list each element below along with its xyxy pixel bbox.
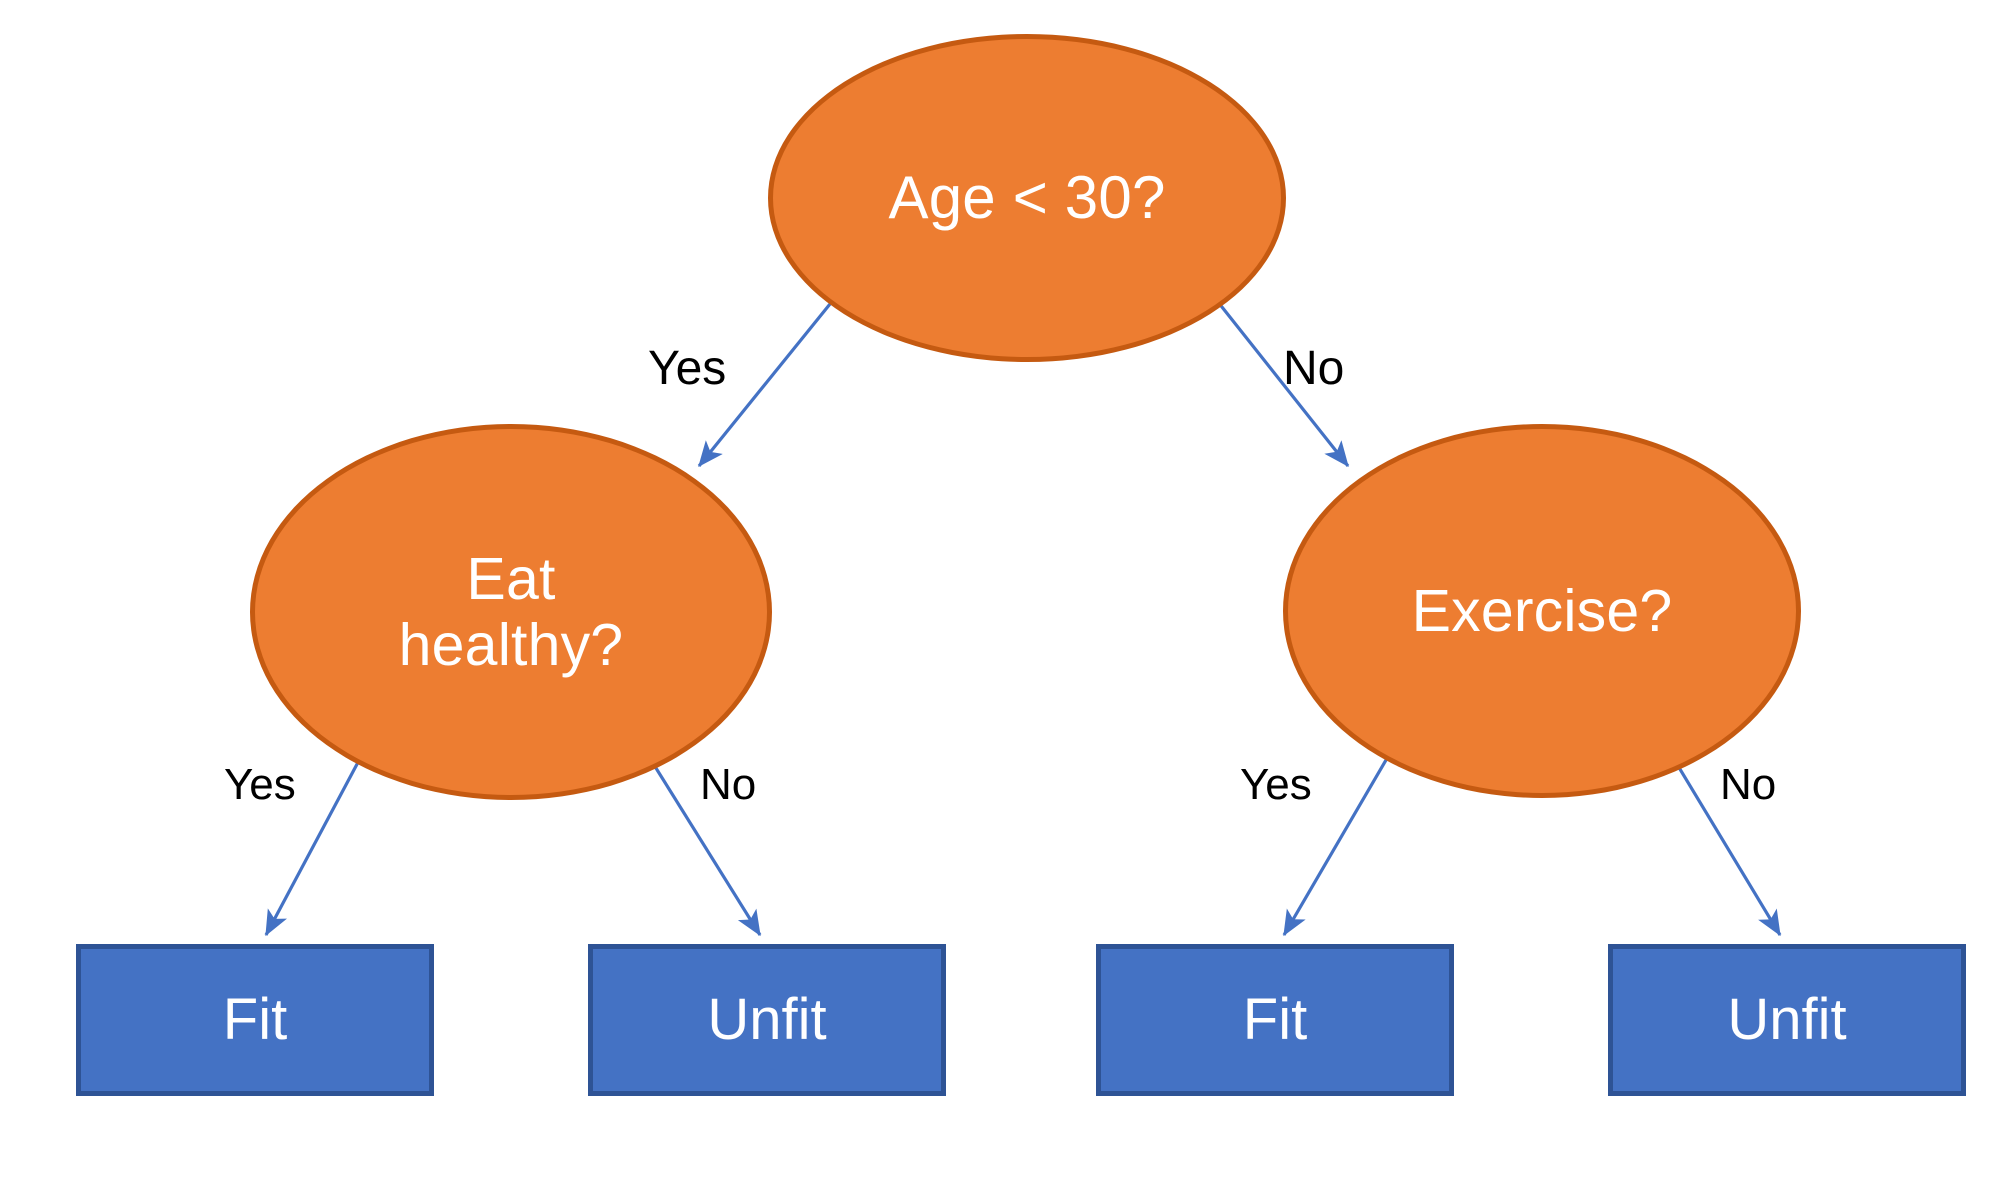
edge-label-root-yes: Yes (648, 342, 727, 395)
leaf-node-unfit-right[interactable]: Unfit (1608, 944, 1966, 1096)
edge-label-exercise-no: No (1720, 760, 1777, 809)
decision-node-root[interactable]: Age < 30? (768, 34, 1286, 362)
leaf-node-unfit-left[interactable]: Unfit (588, 944, 946, 1096)
edge-label-root-no: No (1283, 342, 1345, 395)
leaf-node-fit-left[interactable]: Fit (76, 944, 434, 1096)
decision-node-exercise[interactable]: Exercise? (1283, 424, 1801, 798)
leaf-node-fit-right[interactable]: Fit (1096, 944, 1454, 1096)
edge-label-exercise-yes: Yes (1240, 760, 1312, 809)
edge-label-eat-healthy-no: No (700, 760, 757, 809)
edge-label-eat-healthy-yes: Yes (224, 760, 296, 809)
decision-node-eat-healthy[interactable]: Eat healthy? (250, 424, 772, 800)
